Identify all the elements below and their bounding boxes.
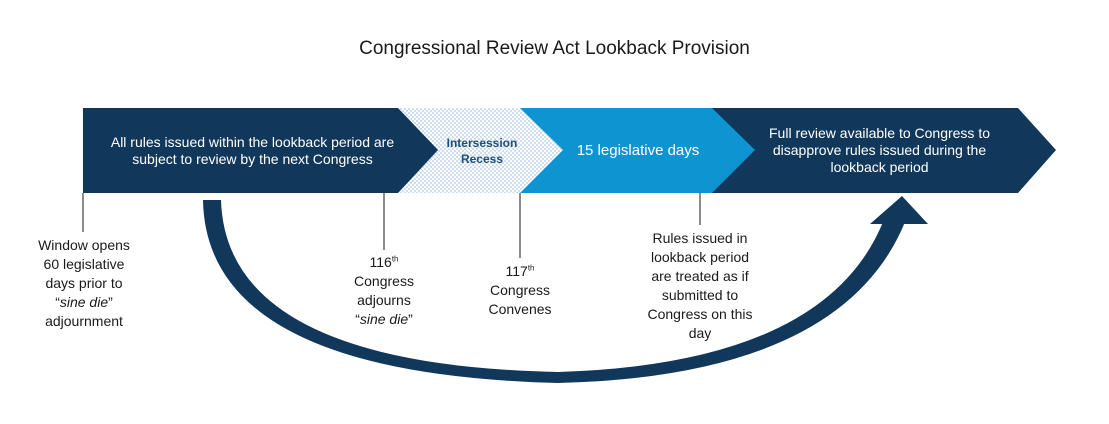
full-review-text: Full review available to Congress to dis…: [769, 125, 990, 175]
lookback-segment: [83, 108, 438, 193]
diagram-title: Congressional Review Act Lookback Provis…: [359, 38, 750, 59]
treated-label: Rules issued in lookback period are trea…: [647, 230, 753, 341]
window-opens-label: Window opens 60 legislative days prior t…: [38, 237, 130, 329]
full-review-arrow: [690, 108, 1056, 193]
legislative-days-text: 15 legislative days: [576, 142, 700, 159]
curved-arrow-head: [870, 196, 928, 224]
convenes-label: 117th Congress Convenes: [488, 263, 552, 317]
adjourns-label: 116th Congress adjourns “sine die”: [354, 254, 414, 327]
intersession-recess-segment: [384, 108, 563, 193]
recess-text: Intersession Recess: [446, 135, 518, 166]
legislative-days-segment: [520, 108, 755, 193]
lookback-text: All rules issued within the lookback per…: [110, 133, 395, 167]
